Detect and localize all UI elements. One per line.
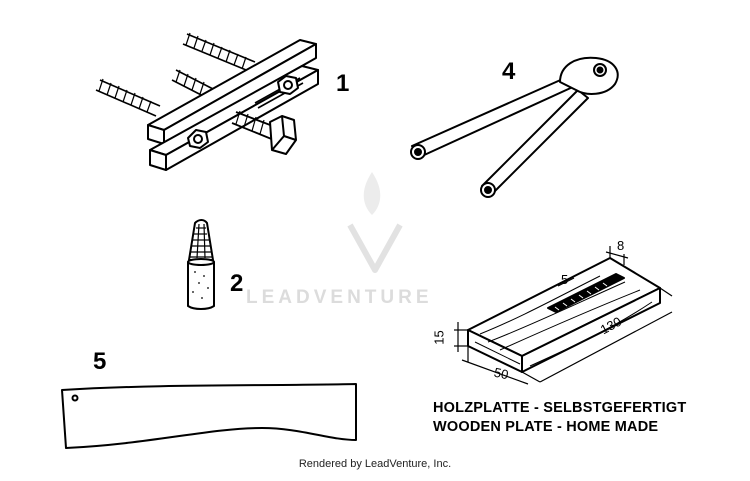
wooden-plate [454, 246, 673, 385]
callout-item-2: 2 [230, 270, 244, 297]
callout-item-5: 5 [93, 348, 107, 375]
tapered-drift-tool [187, 219, 215, 310]
flat-strip-part [61, 383, 357, 449]
watermark-text: LEADVENTURE [246, 287, 433, 308]
puller-tool [95, 32, 319, 171]
nut [277, 75, 299, 95]
dimension-depth: 50 [492, 364, 510, 383]
footer-credit: Rendered by LeadVenture, Inc. [298, 458, 452, 470]
dimension-slot: 5 [561, 272, 569, 287]
bolt [231, 110, 297, 155]
dimension-thickness: 15 [431, 330, 447, 345]
nut [187, 129, 209, 149]
caption-english: WOODEN PLATE - HOME MADE [433, 419, 659, 435]
threaded-rod-left [95, 79, 161, 117]
flame-v-logo-icon [347, 172, 403, 273]
caption-german: HOLZPLATTE - SELBSTGEFERTIGT [433, 400, 687, 416]
dimension-width: 8 [617, 238, 625, 253]
pin-spanner-wrench [410, 56, 619, 198]
callout-item-1: 1 [336, 70, 350, 97]
threaded-rod [182, 33, 256, 73]
callout-item-4: 4 [502, 58, 516, 85]
